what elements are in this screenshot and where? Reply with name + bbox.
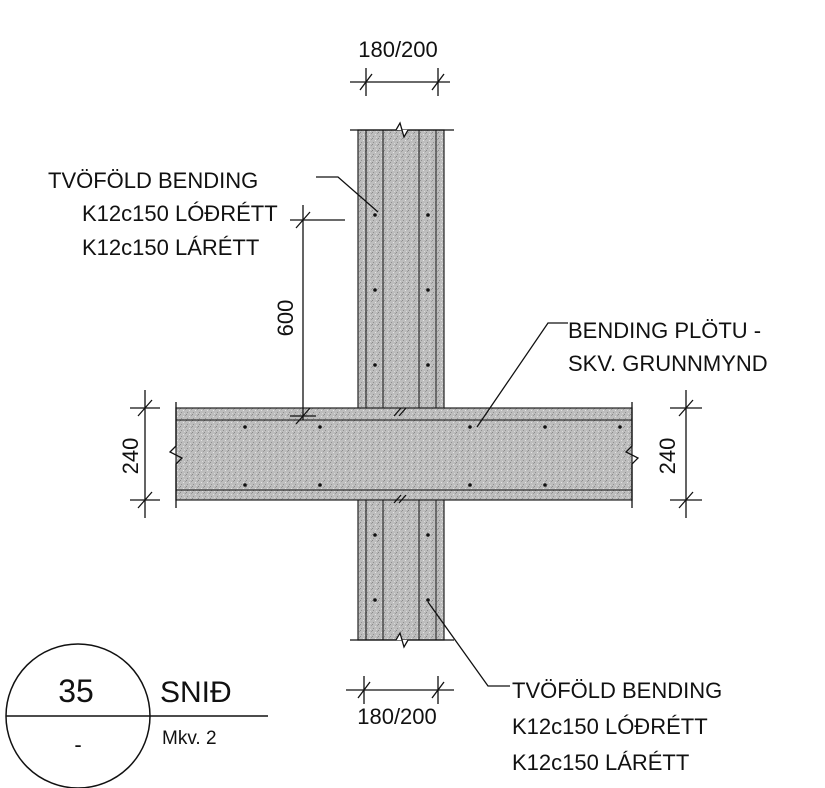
dimension-top-label: 180/200 [358, 37, 438, 62]
slab [175, 407, 633, 501]
dimension-left-label: 240 [118, 438, 143, 475]
title-block [5, 643, 268, 788]
section-number: 35 [58, 673, 94, 709]
lower-note-line-1: TVÖFÖLD BENDING [512, 678, 722, 703]
dimension-right [670, 390, 702, 518]
upper-note-line-2: K12c150 LÓÐRÉTT [82, 201, 278, 226]
slab-note-line-1: BENDING PLÖTU - [568, 318, 761, 343]
sheet-reference: - [74, 732, 81, 757]
dimension-600-label: 600 [273, 300, 298, 337]
rebar-dots [243, 213, 622, 602]
slab-note-line-2: SKV. GRUNNMYND [568, 351, 768, 376]
section-title: SNIÐ [160, 676, 232, 709]
lower-note-line-2: K12c150 LÓÐRÉTT [512, 714, 708, 739]
dimension-right-label: 240 [655, 438, 680, 475]
lower-note-line-3: K12c150 LÁRÉTT [512, 750, 689, 775]
dimension-bottom-label: 180/200 [357, 704, 437, 729]
leader-lines [316, 176, 568, 687]
upper-note-line-1: TVÖFÖLD BENDING [48, 168, 258, 193]
upper-note-line-3: K12c150 LÁRÉTT [82, 235, 259, 260]
scale-label: Mkv. 2 [162, 728, 217, 749]
dimension-600 [290, 205, 345, 425]
break-lines [168, 121, 640, 649]
dimension-left [130, 390, 160, 518]
dimension-top [350, 68, 450, 96]
dimension-bottom [346, 676, 454, 704]
